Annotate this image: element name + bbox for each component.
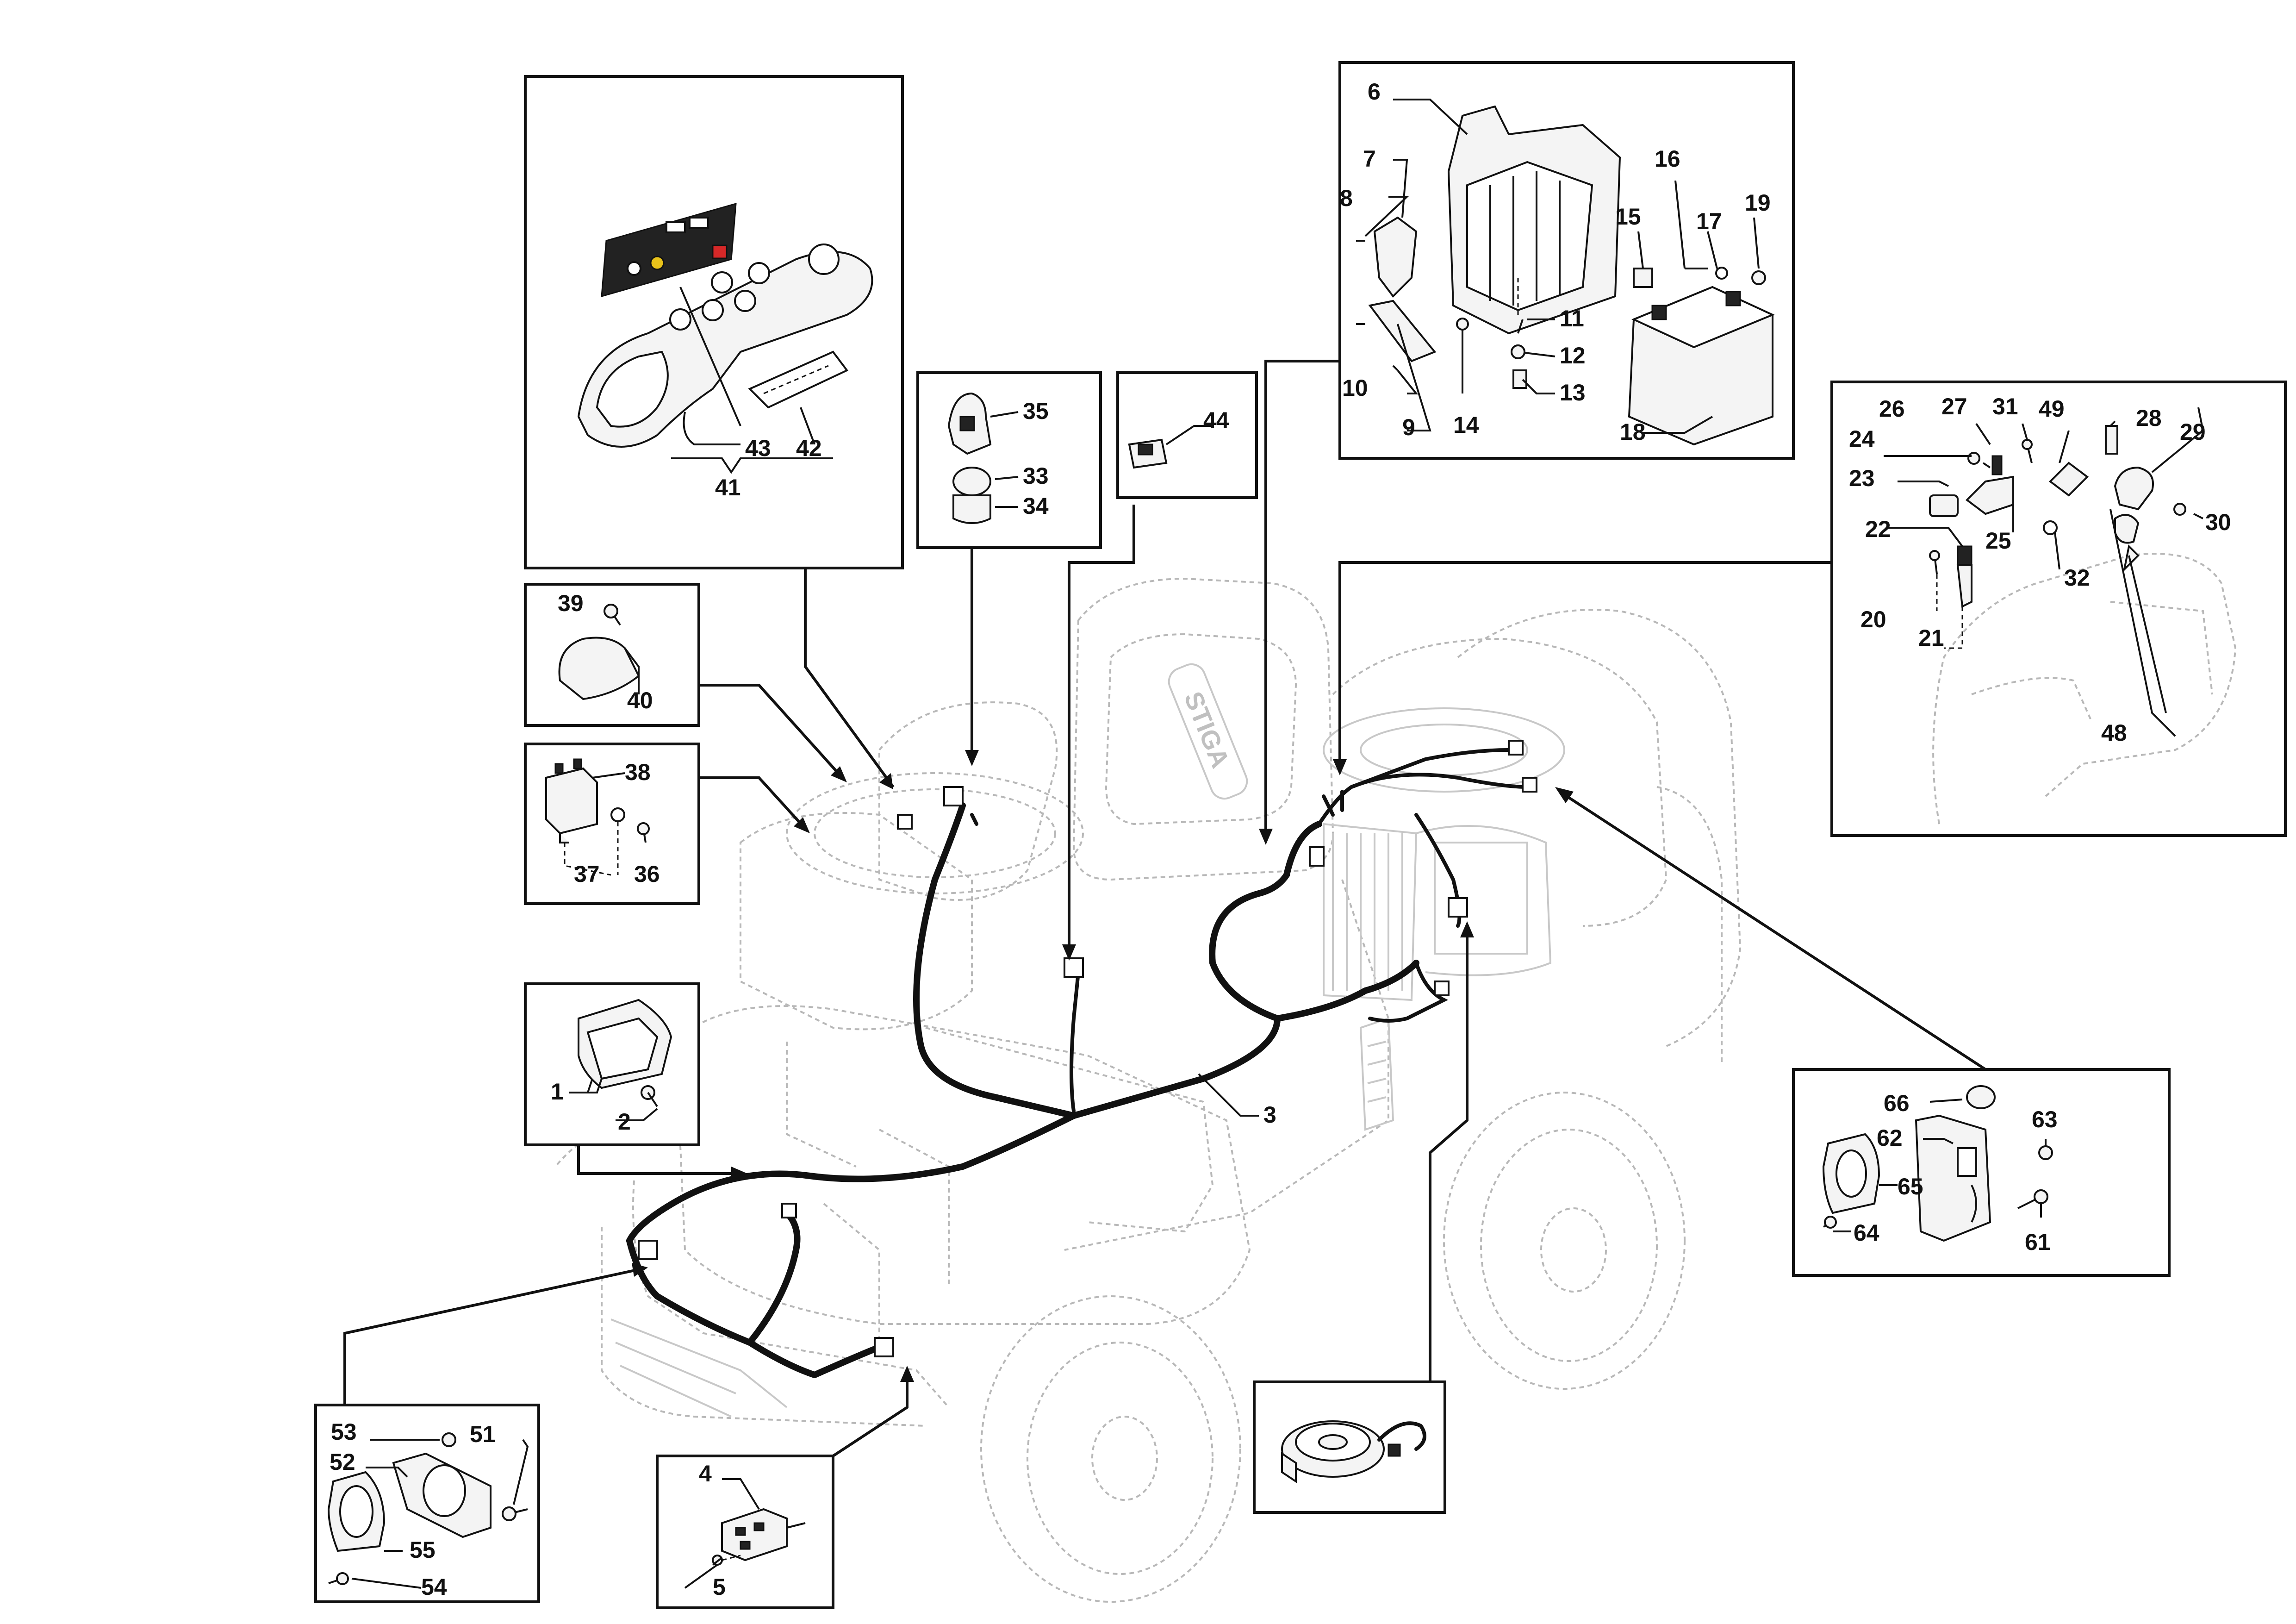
callout-9: 9 [1402, 414, 1415, 440]
callout-17: 17 [1696, 208, 1722, 234]
callout-35: 35 [1023, 398, 1049, 424]
callout-2: 2 [618, 1109, 631, 1135]
callout-55: 55 [410, 1537, 436, 1563]
callout-48: 48 [2101, 720, 2127, 746]
callout-51: 51 [470, 1421, 496, 1447]
callout-7: 7 [1363, 146, 1376, 172]
main-wiring-harness [626, 740, 1537, 1378]
box-switch-44: 44 [1116, 371, 1258, 499]
callout-21: 21 [1918, 625, 1944, 651]
callout-66: 66 [1884, 1090, 1910, 1116]
box-socket-bracket-rear: 66 62 63 65 64 61 [1792, 1068, 2171, 1277]
callout-31: 31 [1992, 394, 2018, 419]
callout-29: 29 [2180, 419, 2206, 445]
harness-callout: 3 [1198, 1073, 1276, 1128]
callout-14: 14 [1453, 412, 1479, 438]
callout-15: 15 [1615, 204, 1641, 230]
box-dashboard-panel: 43 42 41 [524, 75, 904, 569]
callout-16: 16 [1655, 146, 1680, 172]
callout-5: 5 [713, 1574, 726, 1600]
callout-1: 1 [551, 1079, 564, 1105]
callout-10: 10 [1342, 375, 1368, 401]
box-relay: 38 37 36 [524, 743, 700, 905]
callout-38: 38 [625, 759, 651, 785]
callout-49: 49 [2039, 396, 2065, 422]
callout-43: 43 [745, 435, 771, 461]
box-ignition-switch: 35 33 34 [916, 371, 1102, 549]
box-battery-compartment: 6 7 8 10 9 14 11 12 13 15 16 17 19 18 [1338, 61, 1795, 460]
callout-33: 33 [1023, 463, 1049, 489]
callout-63: 63 [2032, 1106, 2058, 1132]
pointer-arrows [343, 360, 1986, 1457]
callout-41: 41 [715, 475, 741, 500]
callout-3: 3 [1263, 1102, 1276, 1128]
callout-8: 8 [1340, 185, 1353, 211]
callout-53: 53 [331, 1419, 357, 1445]
callout-44: 44 [1203, 407, 1229, 433]
callout-25: 25 [1985, 528, 2011, 554]
callout-42: 42 [796, 435, 822, 461]
callout-30: 30 [2205, 509, 2231, 535]
callout-36: 36 [634, 861, 660, 887]
callout-37: 37 [574, 861, 600, 887]
box-cover-40: 39 40 [524, 583, 700, 727]
callout-4: 4 [699, 1461, 712, 1487]
callout-54: 54 [421, 1574, 447, 1600]
box-pto-clutch [1253, 1380, 1446, 1514]
callout-52: 52 [330, 1449, 355, 1475]
callout-19: 19 [1745, 190, 1771, 216]
box-switch-4: 4 5 [656, 1455, 834, 1609]
callout-61: 61 [2025, 1229, 2051, 1255]
callout-23: 23 [1849, 465, 1875, 491]
callout-40: 40 [627, 687, 653, 713]
callout-34: 34 [1023, 493, 1049, 519]
callout-27: 27 [1941, 394, 1967, 419]
callout-32: 32 [2064, 565, 2090, 591]
callout-26: 26 [1879, 396, 1905, 422]
callout-64: 64 [1854, 1220, 1879, 1246]
callout-24: 24 [1849, 426, 1875, 452]
callout-6: 6 [1368, 79, 1381, 105]
stiga-seat-logo: STIGA [1168, 663, 1248, 800]
callout-28: 28 [2136, 405, 2162, 431]
dashboard-panel-drawing [577, 202, 873, 474]
callout-13: 13 [1560, 380, 1586, 406]
tractor-body-outline: STIGA [554, 577, 1742, 1603]
callout-39: 39 [558, 590, 584, 616]
callout-22: 22 [1865, 516, 1891, 542]
box-engine-bay-components: 26 27 31 49 28 29 24 23 25 22 30 32 20 2… [1830, 381, 2287, 837]
callout-20: 20 [1860, 606, 1886, 632]
callout-11: 11 [1560, 306, 1584, 331]
box-socket-bracket-front: 53 52 51 55 54 [314, 1404, 540, 1603]
callout-65: 65 [1898, 1174, 1923, 1199]
callout-62: 62 [1877, 1125, 1903, 1151]
box-headlight: 1 2 [524, 982, 700, 1146]
callout-12: 12 [1560, 343, 1586, 369]
callout-18: 18 [1620, 419, 1646, 445]
